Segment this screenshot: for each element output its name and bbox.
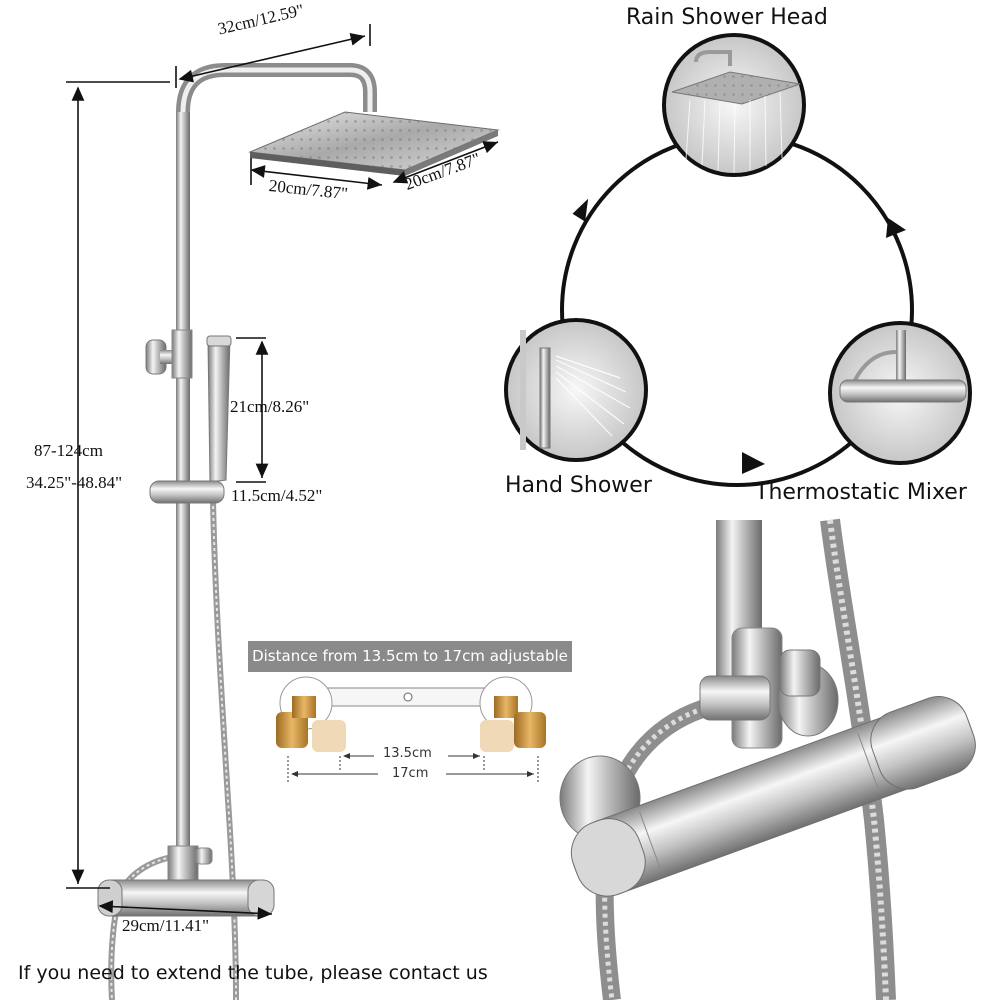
- max-distance-label: 17cm: [392, 766, 429, 781]
- height-cm-dimension: 87-124cm: [34, 441, 103, 460]
- label-rain-shower-head: Rain Shower Head: [626, 5, 828, 30]
- height-inch-dimension: 34.25"-48.84": [26, 473, 123, 492]
- wall-bracket: [145, 329, 193, 379]
- adjustable-distance-banner: Distance from 13.5cm to 17cm adjustable: [248, 641, 572, 672]
- thermostatic-mixer-small: [97, 845, 275, 917]
- mixer-width-dimension: 29cm/11.41": [122, 916, 210, 935]
- mixer-closeup-photo: [559, 518, 976, 1000]
- hand-shower: [206, 335, 232, 483]
- contact-note: If you need to extend the tube, please c…: [18, 962, 488, 984]
- label-thermostatic-mixer: Thermostatic Mixer: [755, 480, 967, 505]
- label-hand-shower: Hand Shower: [505, 473, 652, 498]
- hand-shower-photo: [504, 318, 648, 462]
- rain-shower-photo: [662, 33, 806, 177]
- hand-shower-length-dimension: 21cm/8.26": [230, 397, 310, 416]
- thermostatic-mixer-photo: [828, 321, 972, 465]
- slide-holder: [149, 480, 225, 504]
- overhead-arm: [176, 63, 377, 113]
- connector-detail: [276, 676, 546, 782]
- hose: [210, 499, 239, 1000]
- holder-offset-dimension: 11.5cm/4.52": [231, 486, 323, 505]
- dimension-lines: [66, 24, 499, 920]
- min-distance-label: 13.5cm: [383, 746, 432, 761]
